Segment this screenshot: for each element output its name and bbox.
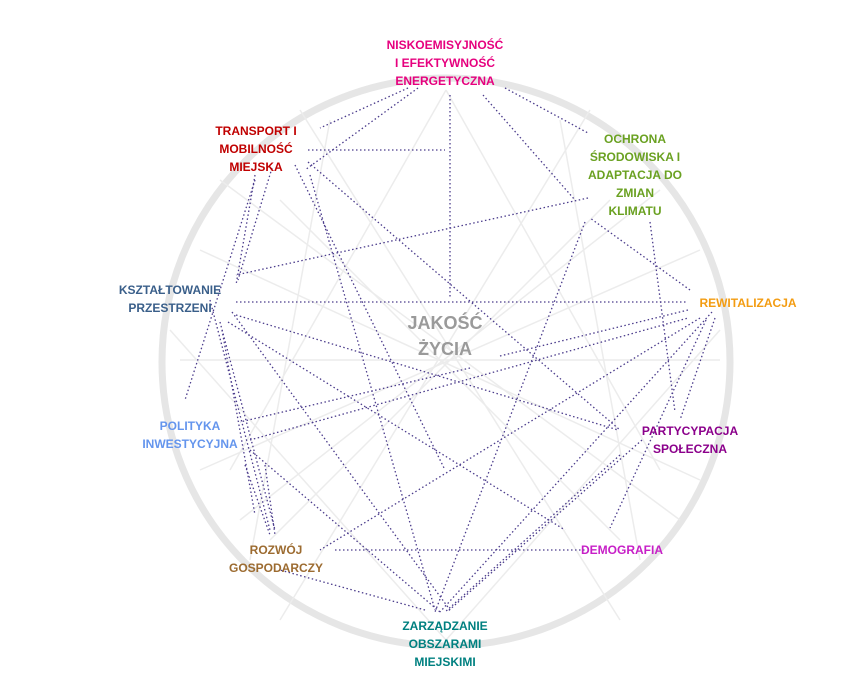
connection-line [294, 164, 446, 471]
connection-line [239, 367, 471, 423]
node-management-line: ZARZĄDZANIE [402, 619, 488, 633]
node-transport: TRANSPORT I MOBILNOŚĆ MIEJSKA [196, 122, 316, 176]
connection-line [235, 197, 589, 276]
node-economy-line: GOSPODARCZY [228, 561, 323, 575]
connection-line [249, 449, 441, 613]
connection-line [307, 161, 621, 431]
connection-line [446, 439, 643, 613]
node-particip: PARTYCYPACJA SPOŁECZNA [630, 422, 750, 458]
faint-background-lines [169, 89, 721, 641]
connection-line [237, 167, 273, 281]
faint-line [279, 199, 621, 541]
connection-line [649, 221, 676, 413]
connection-line [235, 174, 256, 286]
connection-line [589, 217, 691, 291]
connection-line [309, 174, 436, 611]
node-revital: REWITALIZACJA [688, 294, 808, 312]
node-management-line: OBSZARAMI [408, 637, 482, 651]
node-energy-line: ENERGETYCZNA [395, 74, 495, 88]
node-particip-line: SPOŁECZNA [652, 442, 727, 456]
node-space: KSZTAŁTOWANIE PRZESTRZENI [105, 281, 235, 317]
connection-lines [184, 87, 716, 613]
node-environment-line: OCHRONA [604, 132, 666, 146]
connection-line [304, 87, 419, 171]
center-label-quality-of-life: JAKOŚĆ ŻYCIA [390, 310, 500, 362]
faint-line [199, 249, 701, 481]
node-environment-line: ADAPTACJA DO [587, 168, 682, 182]
faint-line [229, 89, 447, 471]
node-demography: DEMOGRAFIA [562, 541, 682, 559]
connection-line [235, 314, 619, 431]
connection-line [279, 569, 426, 611]
node-revital-line: REWITALIZACJA [699, 296, 797, 310]
faint-line [445, 329, 721, 641]
node-economy-line: ROZWÓJ [249, 543, 303, 557]
faint-line [239, 189, 661, 521]
connection-line [231, 311, 451, 611]
node-transport-line: TRANSPORT I [215, 124, 297, 138]
connection-line [434, 221, 586, 613]
node-environment-line: KLIMATU [608, 204, 662, 218]
node-space-line: PRZESTRZENI [128, 301, 212, 315]
node-environment: OCHRONA ŚRODOWISKA I ADAPTACJA DO ZMIAN … [570, 130, 700, 220]
connection-line [244, 464, 271, 536]
node-particip-line: PARTYCYPACJA [641, 424, 739, 438]
node-economy: ROZWÓJ GOSPODARCZY [216, 541, 336, 577]
connection-line [221, 329, 256, 516]
node-transport-line: MIEJSKA [229, 160, 283, 174]
faint-line [249, 119, 331, 561]
faint-line [299, 109, 621, 621]
center-line: JAKOŚĆ [407, 313, 483, 333]
background-ring [158, 74, 734, 650]
connection-line [499, 309, 689, 357]
node-environment-line: ŚRODOWISKA I [589, 150, 681, 164]
node-transport-line: MOBILNOŚĆ [219, 142, 293, 156]
connection-line [439, 311, 713, 613]
faint-line [269, 199, 611, 541]
faint-line [445, 89, 661, 471]
connection-line [319, 87, 409, 129]
center-line: ŻYCIA [418, 339, 472, 359]
node-management: ZARZĄDZANIE OBSZARAMI MIEJSKIMI [385, 617, 505, 671]
node-energy-line: NISKOEMISYJNOŚĆ [386, 38, 504, 52]
node-space-line: KSZTAŁTOWANIE [118, 283, 222, 297]
node-invest-line: POLITYKA [159, 419, 221, 433]
connection-line [444, 454, 621, 613]
node-invest-line: INWESTYCYJNA [142, 437, 238, 451]
connection-line [482, 94, 576, 201]
node-invest: POLITYKA INWESTYCYJNA [130, 417, 250, 453]
node-demography-line: DEMOGRAFIA [581, 543, 663, 557]
node-energy: NISKOEMISYJNOŚĆ I EFEKTYWNOŚĆ ENERGETYCZ… [345, 36, 545, 90]
node-environment-line: ZMIAN [616, 186, 654, 200]
faint-line [169, 329, 447, 641]
faint-line [279, 109, 591, 621]
node-energy-line: I EFEKTYWNOŚĆ [394, 56, 495, 70]
connection-line [184, 179, 256, 401]
faint-line [559, 119, 641, 561]
node-management-line: MIEJSKIMI [414, 655, 476, 669]
